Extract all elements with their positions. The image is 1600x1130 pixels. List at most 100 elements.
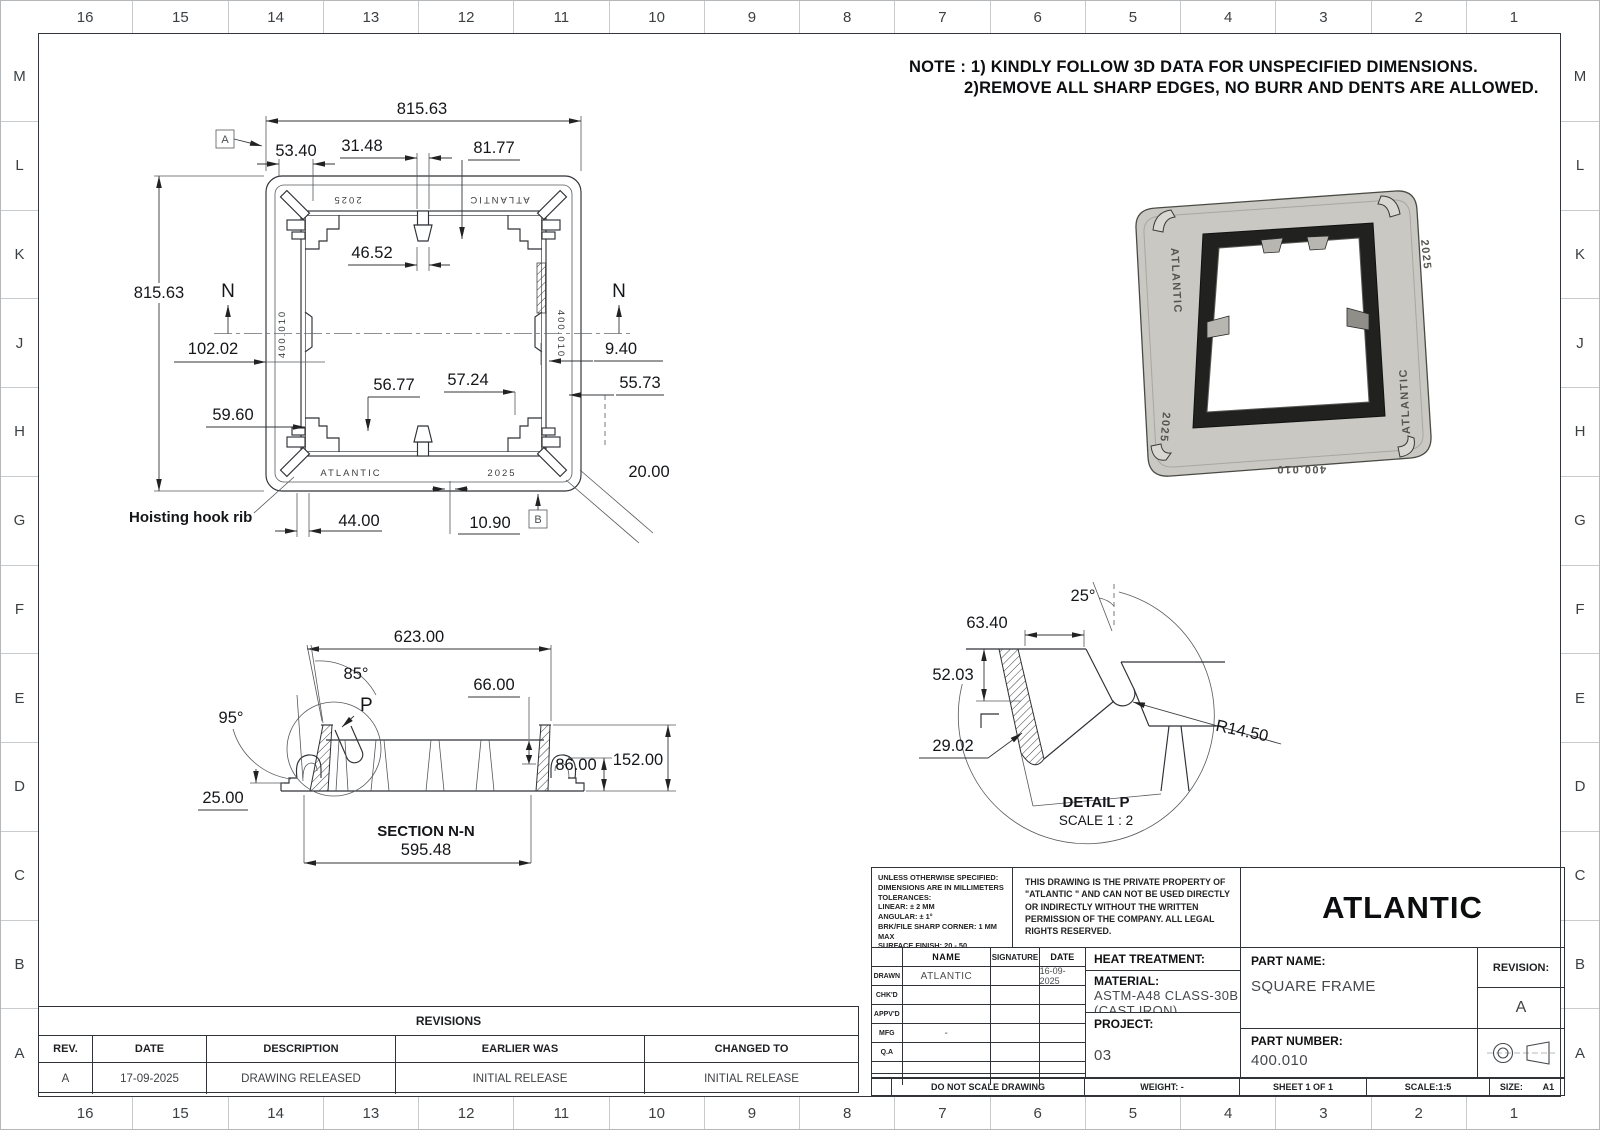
grid-ref: J	[1561, 298, 1599, 387]
sig-signature	[991, 967, 1040, 985]
grid-ref: 2	[1370, 1097, 1466, 1129]
engraving-year-bottom: 2025	[487, 468, 516, 479]
sig-header-date: DATE	[1050, 952, 1075, 962]
material-value-1: ASTM-A48 CLASS-30B	[1094, 988, 1239, 1003]
grid-ref: 6	[989, 1097, 1085, 1129]
plan-engravings: 2025 ATLANTIC 400.010 400.010 ATLANTIC 2…	[277, 194, 566, 479]
dim-slot-angle: 25°	[1071, 587, 1096, 605]
dim-top-lug-base: 46.52	[351, 244, 392, 262]
iso-brand-right: ATLANTIC	[1398, 368, 1413, 435]
grid-ref: 7	[894, 1097, 989, 1129]
dim-base-width: 595.48	[401, 841, 451, 859]
grid-ref: 12	[418, 1097, 513, 1129]
engraving-brand-bottom: ATLANTIC	[320, 468, 381, 479]
sig-blank	[903, 1062, 992, 1073]
project-box: PROJECT: 03	[1085, 1012, 1240, 1077]
plan-section-marks: N N	[221, 281, 626, 334]
grid-ref: K	[1561, 209, 1599, 299]
part-number-label: PART NUMBER:	[1251, 1034, 1343, 1048]
iso-year-top-right: 2025	[1418, 239, 1433, 271]
scale-info: SCALE:1:5	[1367, 1078, 1490, 1095]
projection-symbol	[1477, 1028, 1564, 1077]
grid-ref: L	[1, 120, 38, 210]
dim-bottom-lug-left: 56.77	[373, 376, 414, 394]
rev-col-header: EARLIER WAS	[396, 1036, 645, 1062]
dim-wall-thickness: 9.40	[605, 340, 637, 358]
sheet-info: SHEET 1 OF 1	[1240, 1078, 1367, 1095]
tolerance-line: DIMENSIONS ARE IN MILLIMETERS	[878, 882, 1004, 892]
rev-col-header: REV.	[39, 1036, 93, 1062]
engraving-partno-left: 400.010	[277, 310, 288, 358]
iso-brand-left: ATLANTIC	[1168, 248, 1183, 315]
grid-ref: F	[1, 564, 38, 654]
grid-ref: 16	[76, 1104, 94, 1122]
rev-col-header: CHANGED TO	[714, 1043, 789, 1055]
dim-lug-to-edge: 81.77	[473, 139, 514, 157]
dim-wall-height: 52.03	[932, 666, 973, 684]
section-view: P 623.00 85° 95° 66.00 86.00 152.00	[198, 628, 676, 866]
material-label: MATERIAL:	[1094, 974, 1160, 988]
project-label: PROJECT:	[1094, 1017, 1154, 1031]
project-value: 03	[1094, 1047, 1112, 1064]
strip-blank	[872, 1078, 892, 1095]
part-number-box: PART NUMBER: 400.010	[1240, 1028, 1477, 1077]
datum-b: B	[534, 514, 541, 526]
tolerance-line: LINEAR: ± 2 MM	[878, 902, 935, 912]
grid-ref: 9	[703, 1097, 799, 1129]
title-block: UNLESS OTHERWISE SPECIFIED: DIMENSIONS A…	[871, 867, 1565, 1096]
sig-blank	[872, 1062, 903, 1073]
dim-top-lug-neck: 31.48	[341, 137, 382, 155]
size-box: SIZE: A1	[1490, 1078, 1564, 1095]
grid-ref: D	[1, 742, 38, 831]
revisions-title: REVISIONS	[39, 1007, 858, 1036]
grid-ref: K	[1, 209, 38, 299]
part-name-label: PART NAME:	[1251, 954, 1326, 968]
dim-overall-width: 815.63	[397, 100, 447, 118]
plan-view: 2025 ATLANTIC 400.010 400.010 ATLANTIC 2…	[129, 100, 670, 544]
dim-section-top-width: 623.00	[394, 628, 444, 646]
dim-overall-height: 815.63	[134, 284, 184, 302]
grid-ref: D	[1561, 742, 1599, 831]
tolerance-line: BRK/FILE SHARP CORNER: 1 MM MAX	[878, 921, 997, 941]
dim-slot-radius: R14.50	[1214, 717, 1270, 746]
tolerance-line: UNLESS OTHERWISE SPECIFIED:	[878, 873, 999, 882]
heat-treatment-label: HEAT TREATMENT:	[1094, 952, 1205, 966]
sig-label: DRAWN	[872, 967, 903, 985]
size-label: SIZE:	[1499, 1082, 1523, 1092]
grid-ref: 12	[418, 1, 513, 33]
sig-label: Q.A	[872, 1043, 903, 1061]
dim-corner-rib-width: 20.00	[628, 463, 669, 481]
grid-ref: G	[1, 475, 38, 565]
rev-col-header: DATE	[93, 1036, 207, 1062]
grid-ref: 3	[1275, 1, 1370, 33]
detail-part	[957, 591, 1225, 845]
grid-ref: 13	[322, 1, 418, 33]
grid-ref: E	[1, 653, 38, 742]
grid-ref: L	[1561, 120, 1599, 210]
grid-ref: M	[1573, 68, 1587, 86]
dim-angle-hook: 95°	[219, 709, 244, 727]
section-title: SECTION N-N	[377, 823, 475, 840]
sig-signature	[991, 1024, 1040, 1042]
dim-side-lug-offset: 102.02	[188, 340, 238, 358]
section-mark-right: N	[612, 281, 626, 302]
sig-name	[903, 986, 992, 1004]
datum-a: A	[221, 134, 229, 146]
sig-signature	[991, 986, 1040, 1004]
company-name: ATLANTIC	[1240, 868, 1564, 947]
rev-cell: A	[39, 1063, 93, 1094]
rev-col-header: DESCRIPTION	[207, 1036, 396, 1062]
grid-ref: 14	[227, 1, 323, 33]
grid-ref: 15	[132, 1097, 227, 1129]
property-note: THIS DRAWING IS THE PRIVATE PROPERTY OF …	[1012, 868, 1240, 947]
sig-date: 16-09-2025	[1039, 967, 1066, 985]
dim-detail-top-width: 63.40	[966, 614, 1007, 632]
section-mark-left: N	[221, 281, 235, 302]
revision-value: A	[1477, 987, 1564, 1028]
grid-ref: A	[1, 1008, 38, 1097]
sig-date	[1040, 1024, 1085, 1042]
revisions-table: REVISIONS REV. DATE DESCRIPTION EARLIER …	[38, 1006, 859, 1094]
grid-ref: E	[1561, 653, 1599, 742]
grid-ref: 4	[1180, 1, 1275, 33]
